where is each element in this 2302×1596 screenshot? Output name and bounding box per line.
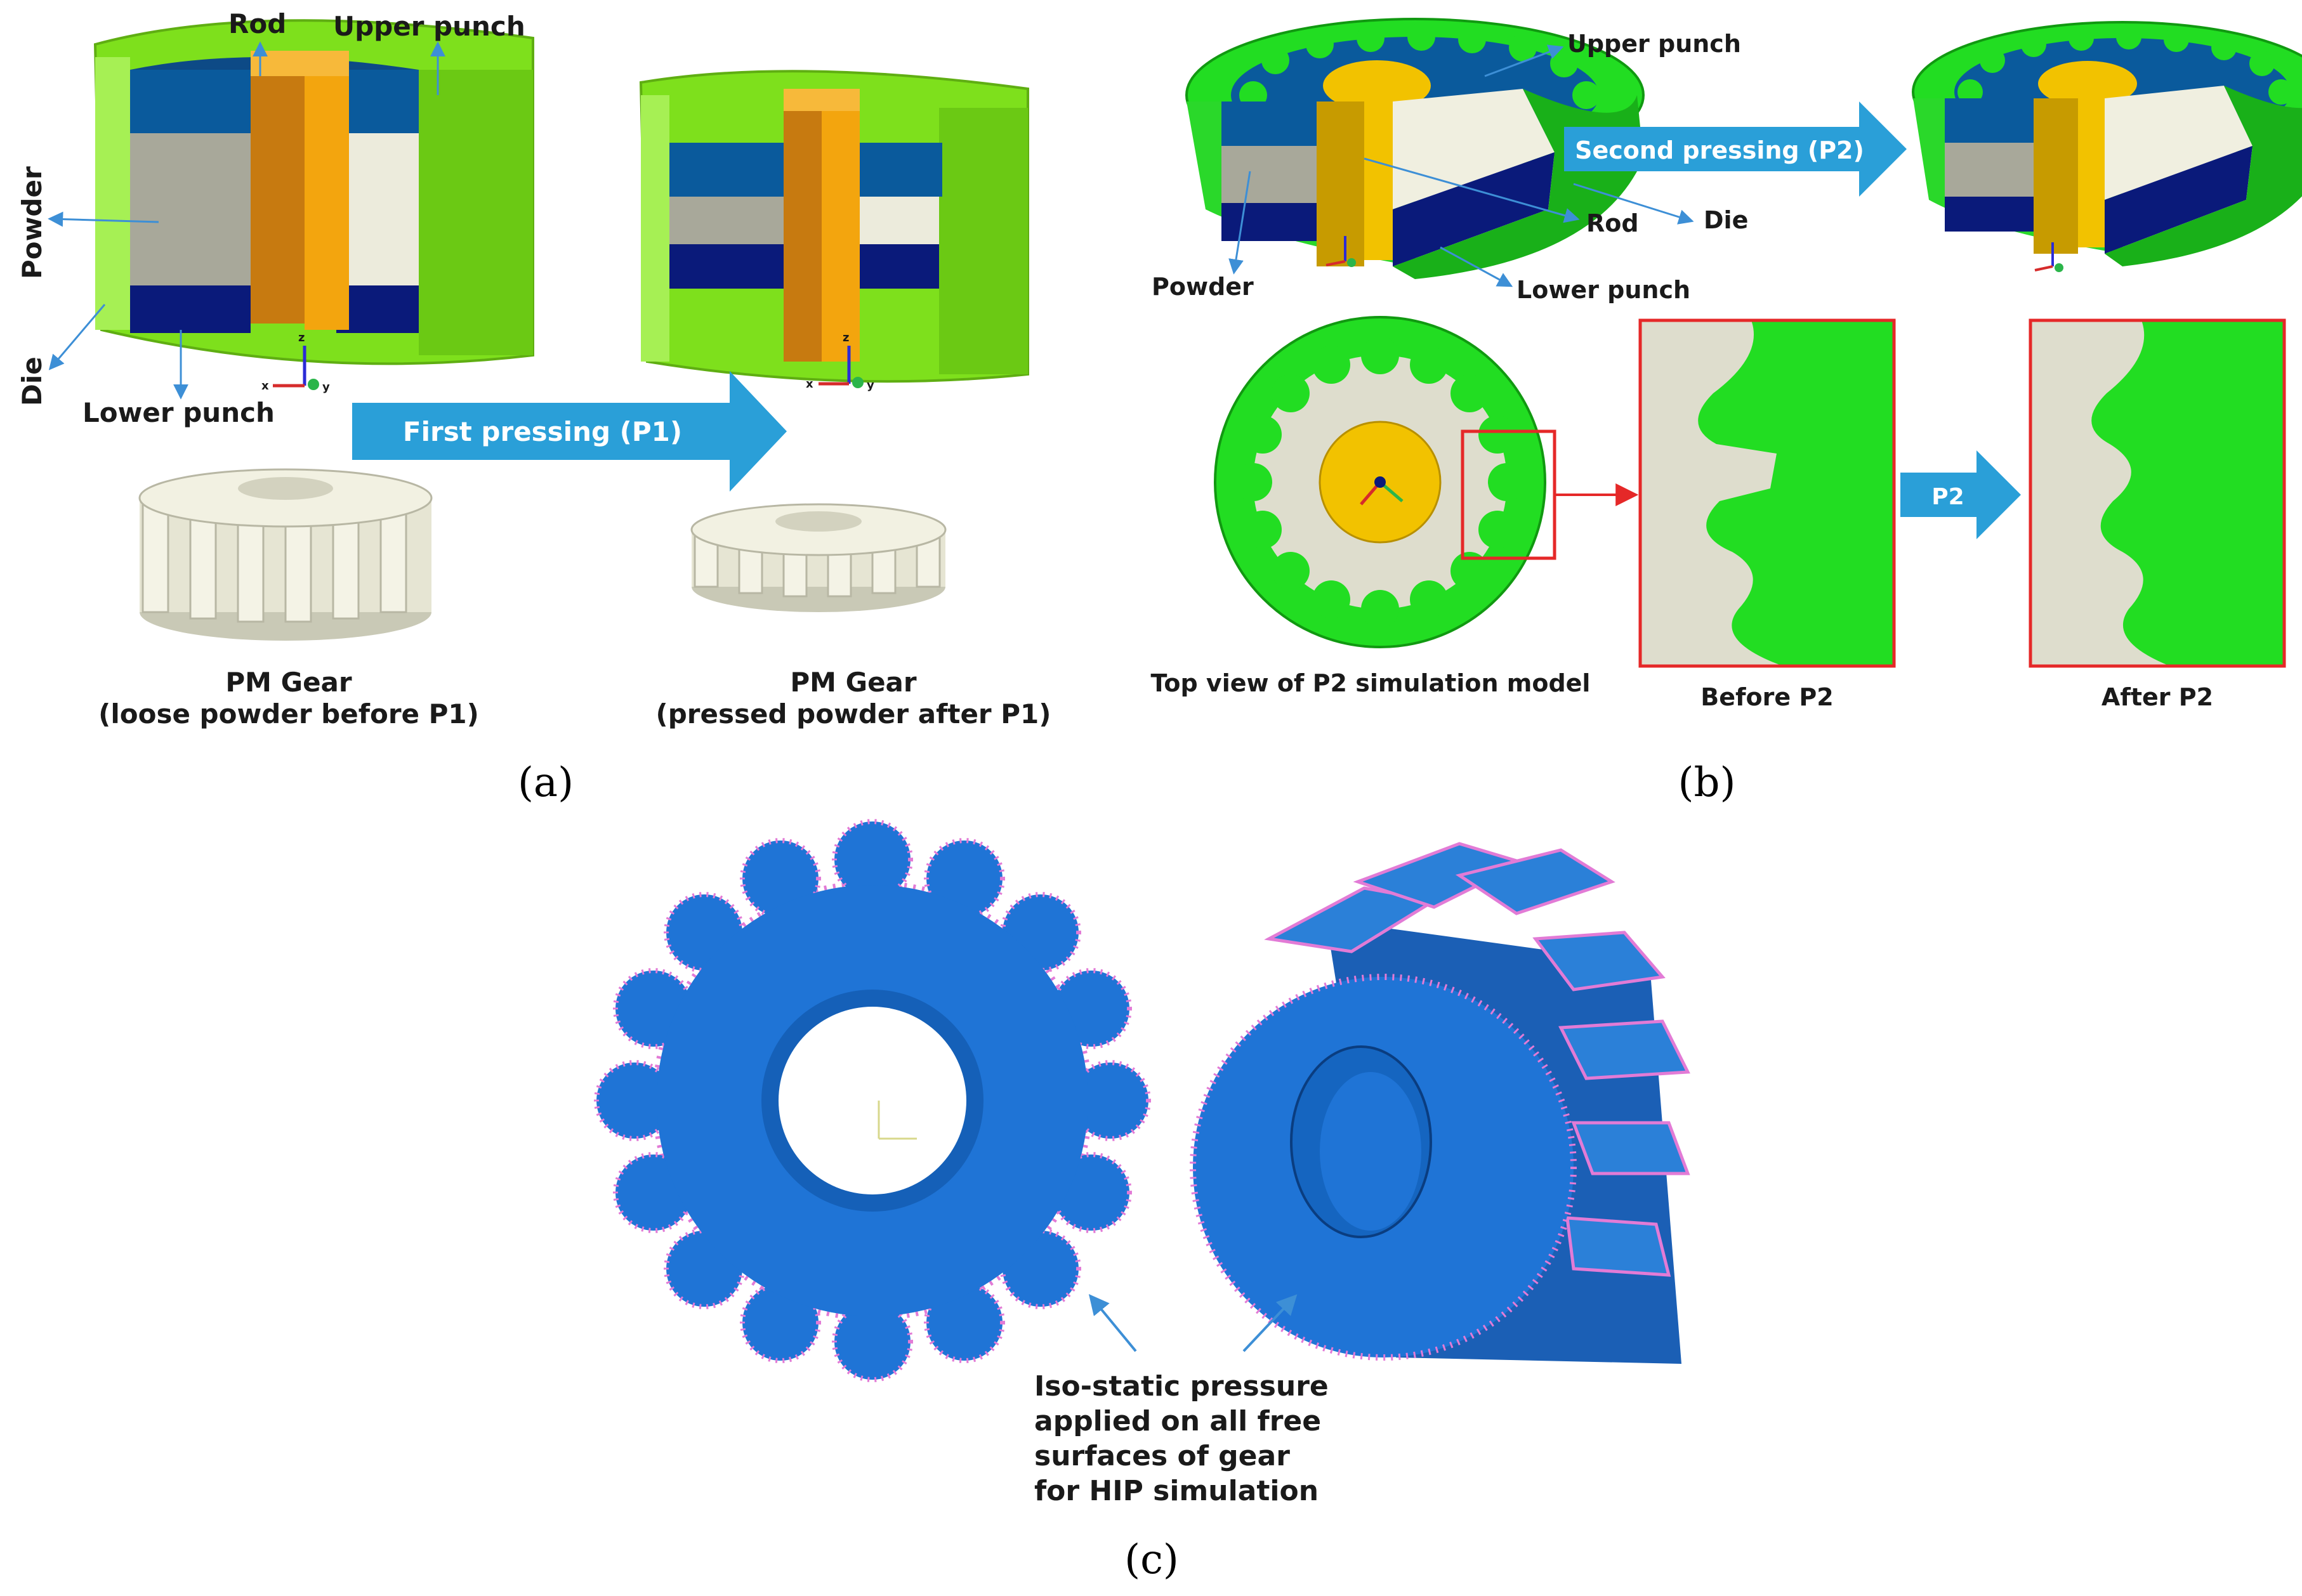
- panel-a: z x y z x y Rod Upper punch Powder Die L…: [16, 8, 1051, 806]
- pm-gear-pressed: [690, 503, 947, 612]
- p2-top-view: [1214, 316, 1556, 648]
- die-assembly-after-p1: [639, 70, 1029, 383]
- caption-c: (c): [1124, 1536, 1179, 1583]
- label-die-a: Die: [16, 356, 48, 406]
- label-rod-a: Rod: [228, 8, 286, 39]
- label-upper-punch-a: Upper punch: [333, 11, 525, 42]
- label-die-b: Die: [1704, 206, 1748, 234]
- label-lower-punch-a: Lower punch: [82, 397, 275, 428]
- second-pressing-arrow: Second pressing (P2): [1564, 101, 1907, 197]
- die-assembly-before-p1: [93, 19, 534, 365]
- panel-c: Iso-static pressure applied on all free …: [594, 819, 1690, 1583]
- caption-a: (a): [518, 759, 574, 806]
- second-pressing-label: Second pressing (P2): [1575, 136, 1864, 164]
- hip-note-line-3: surfaces of gear: [1034, 1440, 1290, 1472]
- top-view-caption: Top view of P2 simulation model: [1151, 669, 1591, 697]
- gear-right-title: PM Gear: [790, 667, 917, 698]
- caption-b: (b): [1678, 759, 1736, 806]
- pm-gear-loose: [138, 468, 433, 641]
- axis-triad-b2: [2034, 242, 2063, 272]
- p2-model-after: [1912, 21, 2302, 266]
- first-pressing-label: First pressing (P1): [403, 416, 682, 447]
- after-p2-zoom: [2029, 318, 2286, 668]
- axis-triad-a1: z x y: [261, 331, 330, 394]
- hip-note-line-4: for HIP simulation: [1034, 1475, 1319, 1507]
- before-p2-caption: Before P2: [1700, 683, 1833, 711]
- axis-z-label-2: z: [843, 331, 849, 344]
- hip-gear-front-view: [594, 819, 1151, 1382]
- gear-left-subtitle: (loose powder before P1): [98, 698, 479, 729]
- axis-z-label: z: [298, 331, 305, 344]
- axis-triad-b1: [1325, 236, 1356, 267]
- first-pressing-arrow: First pressing (P1): [352, 371, 787, 492]
- label-upper-punch-b: Upper punch: [1567, 30, 1741, 58]
- after-p2-caption: After P2: [2101, 683, 2213, 711]
- panel-b: Upper punch Die Rod Powder Lower punch S…: [1151, 18, 2302, 806]
- axis-x-label-2: x: [806, 377, 813, 391]
- label-powder-a: Powder: [16, 166, 48, 279]
- before-p2-zoom: [1638, 318, 1896, 668]
- p2-small-arrow: P2: [1900, 450, 2021, 539]
- axis-x-label: x: [261, 379, 269, 393]
- gear-left-title: PM Gear: [225, 667, 352, 698]
- hip-gear-iso-view: [1190, 842, 1690, 1364]
- axis-y-label: y: [322, 381, 330, 394]
- p2-small-label: P2: [1931, 484, 1964, 510]
- label-rod-b: Rod: [1586, 209, 1639, 237]
- label-powder-b: Powder: [1152, 273, 1254, 301]
- label-lower-punch-b: Lower punch: [1516, 276, 1690, 304]
- gear-right-subtitle: (pressed powder after P1): [656, 698, 1051, 729]
- axis-y-label-2: y: [867, 379, 874, 392]
- hip-note-line-2: applied on all free: [1034, 1405, 1321, 1437]
- axis-triad-a2: z x y: [806, 331, 874, 392]
- hip-note-line-1: Iso-static pressure: [1034, 1370, 1329, 1403]
